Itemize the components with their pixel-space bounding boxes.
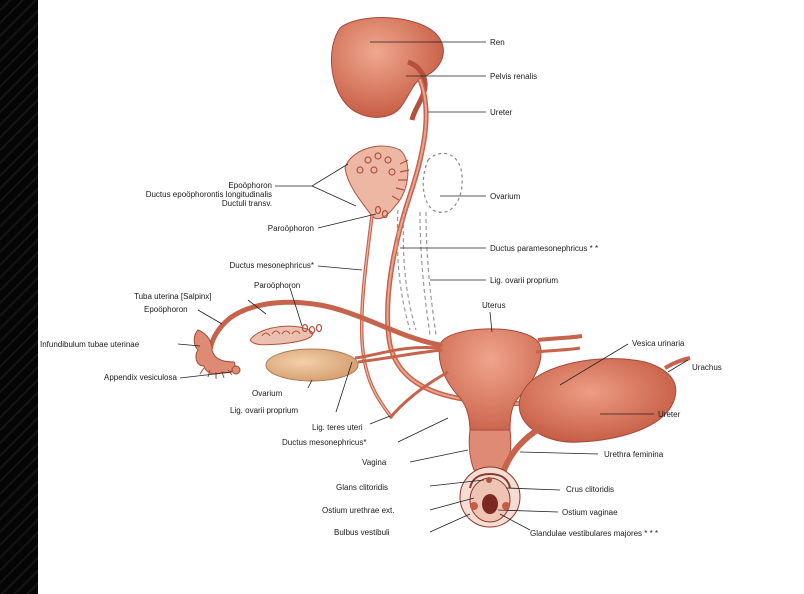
label-ureter-bottom: Ureter <box>658 410 681 419</box>
label-lig-teres-uteri: Lig. teres uteri <box>312 423 363 432</box>
label-ductus-mesonephricus-bottom: Ductus mesonephricus* <box>282 438 366 447</box>
epoophoron-tubules <box>356 152 410 201</box>
label-epoophoron-left: Epoöphoron <box>144 305 188 314</box>
label-glans-clitoridis: Glans clitoridis <box>336 483 388 492</box>
label-ren: Ren <box>490 38 505 47</box>
label-crus-clitoridis: Crus clitoridis <box>566 485 614 494</box>
left-decorative-bar <box>0 0 38 594</box>
label-paroophoron-top: Paroöphoron <box>268 224 314 233</box>
ovary-shape <box>265 348 359 382</box>
label-vagina: Vagina <box>362 458 387 467</box>
bulbus-vestibuli-right <box>502 502 510 510</box>
label-ductus-epoophorontis: Ductus epoöphorontis longitudinalis <box>146 190 272 199</box>
labels: Ren Pelvis renalis Ureter Epoöphoron Duc… <box>40 38 722 538</box>
urachus-shape <box>663 356 691 370</box>
ovary-upper-dashed <box>422 152 463 213</box>
ovarian-ligament <box>357 348 443 364</box>
appendix-vesiculosa-shape <box>231 365 241 375</box>
label-paroophoron-mid: Paroöphoron <box>254 281 300 290</box>
epoophoron-lower-tubules <box>261 330 301 337</box>
tube-mesosalpinx <box>354 345 441 360</box>
label-lig-ovarii-proprium-right: Lig. ovarii proprium <box>490 276 558 285</box>
label-ductus-mesonephricus-top: Ductus mesonephricus* <box>230 261 314 270</box>
round-ligament-left <box>388 370 449 419</box>
label-ostium-urethrae: Ostium urethrae ext. <box>322 506 394 515</box>
label-tuba-uterina: Tuba uterina [Salpinx] <box>134 292 212 301</box>
paroophoron-upper-dots <box>374 205 389 219</box>
urethra-shape <box>501 425 543 473</box>
leader-lines <box>177 41 689 533</box>
label-ductuli-transv: Ductuli transv. <box>222 199 272 208</box>
label-bulbus-vestibuli: Bulbus vestibuli <box>334 528 390 537</box>
crus-clitoridis-shape <box>469 472 511 489</box>
label-ovarium-bottom: Ovarium <box>252 389 283 398</box>
glans-clitoridis-shape <box>486 477 492 483</box>
label-uterus: Uterus <box>482 301 506 310</box>
label-infundibulum: Infundibulum tubae uterinae <box>40 340 140 349</box>
vaginal-orifice <box>482 494 498 514</box>
label-ductus-paramesonephricus: Ductus paramesonephricus * * <box>490 244 598 253</box>
label-urethra-feminina: Urethra feminina <box>604 450 664 459</box>
mesonephros-shape <box>344 145 409 220</box>
label-appendix-vesiculosa: Appendix vesiculosa <box>104 373 177 382</box>
paramesonephric-dashed-paths <box>396 209 437 336</box>
mesonephric-duct-inner <box>361 214 393 419</box>
label-ostium-vaginae: Ostium vaginae <box>562 508 618 517</box>
fimbriae-fringe <box>199 365 241 379</box>
bulbus-vestibuli-left <box>470 502 478 510</box>
paroophoron-lower-dots <box>301 323 323 335</box>
label-urachus: Urachus <box>692 363 722 372</box>
bladder-shape <box>518 358 677 443</box>
epoophoron-lower-shape <box>249 325 314 346</box>
label-ureter-top: Ureter <box>490 108 513 117</box>
label-pelvis-renalis: Pelvis renalis <box>490 72 537 81</box>
right-uterine-tube <box>537 334 583 342</box>
left-uterine-tube <box>207 299 443 353</box>
right-round-ligament <box>535 346 581 354</box>
label-epoophoron-top: Epoöphoron <box>228 181 272 190</box>
label-glandulae-vestibulares: Glandulae vestibulares majores * * * <box>530 529 658 538</box>
label-vesica-urinaria: Vesica urinaria <box>632 339 685 348</box>
label-ovarium-top: Ovarium <box>490 192 521 201</box>
kidney-shape <box>330 17 444 118</box>
label-lig-ovarii-proprium-bottom: Lig. ovarii proprium <box>230 406 298 415</box>
uterus-shape <box>438 328 542 433</box>
